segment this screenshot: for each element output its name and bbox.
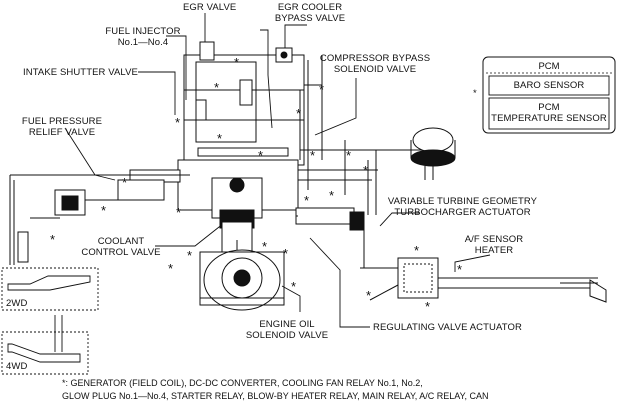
pcm-box-frame (482, 56, 616, 134)
asterisk-marker: * (319, 82, 324, 97)
asterisk-marker: * (291, 279, 296, 294)
pcm-asterisk: * (473, 88, 477, 99)
drive-type-boxes (1, 267, 99, 375)
asterisk-marker: * (187, 248, 192, 263)
coolant-control-line1: COOLANT (97, 236, 145, 247)
footnote-line1: *: GENERATOR (FIELD COIL), DC-DC CONVERT… (62, 378, 423, 388)
asterisk-marker: * (176, 205, 181, 220)
engine-block (9, 41, 607, 311)
leader-lines (64, 13, 491, 328)
compressor-bypass-line1: COMPRESSOR BYPASS (319, 53, 431, 64)
engine-oil-line2: SOLENOID VALVE (245, 330, 329, 341)
pcm-temperature-sensor-label: PCM TEMPERATURE SENSOR (489, 102, 609, 124)
af-sensor-line1: A/F SENSOR (464, 234, 524, 245)
pcm-temp-line2: TEMPERATURE SENSOR (491, 113, 607, 124)
fuel-injector-line2: No.1—No.4 (117, 37, 169, 48)
fuel-pressure-line2: RELIEF VALVE (28, 127, 96, 138)
egr-cooler-bypass-line1: EGR COOLER (277, 2, 343, 13)
asterisk-marker: * (175, 115, 180, 130)
asterisk-marker: * (234, 55, 239, 70)
pcm-temp-line1: PCM (538, 102, 560, 113)
asterisk-marker: * (329, 188, 334, 203)
compressor-bypass-line2: SOLENOID VALVE (333, 64, 417, 75)
egr-cooler-bypass-label: EGR COOLER BYPASS VALVE (264, 2, 356, 24)
footnote-line2: GLOW PLUG No.1—No.4, STARTER RELAY, BLOW… (62, 391, 489, 401)
asterisk-marker: * (414, 243, 419, 258)
asterisk-marker: * (363, 163, 368, 178)
engine-oil-line1: ENGINE OIL (259, 319, 315, 330)
compressor-bypass-label: COMPRESSOR BYPASS SOLENOID VALVE (315, 53, 435, 75)
coolant-control-line2: CONTROL VALVE (81, 247, 161, 258)
fuel-injector-line1: FUEL INJECTOR (105, 26, 181, 37)
asterisk-marker: * (425, 299, 430, 314)
asterisk-marker: * (304, 193, 309, 208)
asterisk-marker: * (168, 261, 173, 276)
asterisk-marker: * (346, 148, 351, 163)
vtg-actuator-line1: VARIABLE TURBINE GEOMETRY (387, 196, 538, 207)
asterisk-marker: * (217, 131, 222, 146)
asterisk-marker: * (262, 239, 267, 254)
af-sensor-heater-label: A/F SENSOR HEATER (462, 234, 526, 256)
four-wd-label: 4WD (6, 361, 28, 372)
asterisk-marker: * (366, 288, 371, 303)
intake-shutter-label: INTAKE SHUTTER VALVE (23, 67, 138, 78)
egr-cooler-bypass-line2: BYPASS VALVE (274, 13, 346, 24)
vtg-actuator-label: VARIABLE TURBINE GEOMETRY TURBOCHARGER A… (380, 196, 545, 218)
asterisk-marker: * (296, 106, 301, 121)
asterisk-marker: * (50, 232, 55, 247)
fuel-injector-label: FUEL INJECTOR No.1—No.4 (98, 26, 188, 48)
two-wd-label: 2WD (6, 298, 28, 309)
pcm-title: PCM (538, 61, 560, 72)
baro-sensor-label: BARO SENSOR (513, 80, 585, 91)
fuel-pressure-label: FUEL PRESSURE RELIEF VALVE (20, 116, 104, 138)
asterisk-marker: * (101, 203, 106, 218)
asterisk-marker: * (214, 80, 219, 95)
asterisk-marker: * (258, 148, 263, 163)
engine-oil-solenoid-label: ENGINE OIL SOLENOID VALVE (240, 319, 334, 341)
af-sensor-line2: HEATER (474, 245, 514, 256)
fuel-pressure-line1: FUEL PRESSURE (21, 116, 103, 127)
egr-valve-label: EGR VALVE (183, 2, 237, 13)
regulating-valve-label: REGULATING VALVE ACTUATOR (373, 322, 522, 333)
asterisk-markers: * * * * * * * * * * * * * * * * * * * * … (50, 55, 462, 314)
vtg-actuator-line2: TURBOCHARGER ACTUATOR (394, 207, 531, 218)
asterisk-marker: * (283, 246, 288, 261)
asterisk-marker: * (310, 148, 315, 163)
asterisk-marker: * (122, 175, 127, 190)
asterisk-marker: * (457, 262, 462, 277)
coolant-control-valve-label: COOLANT CONTROL VALVE (76, 236, 166, 258)
